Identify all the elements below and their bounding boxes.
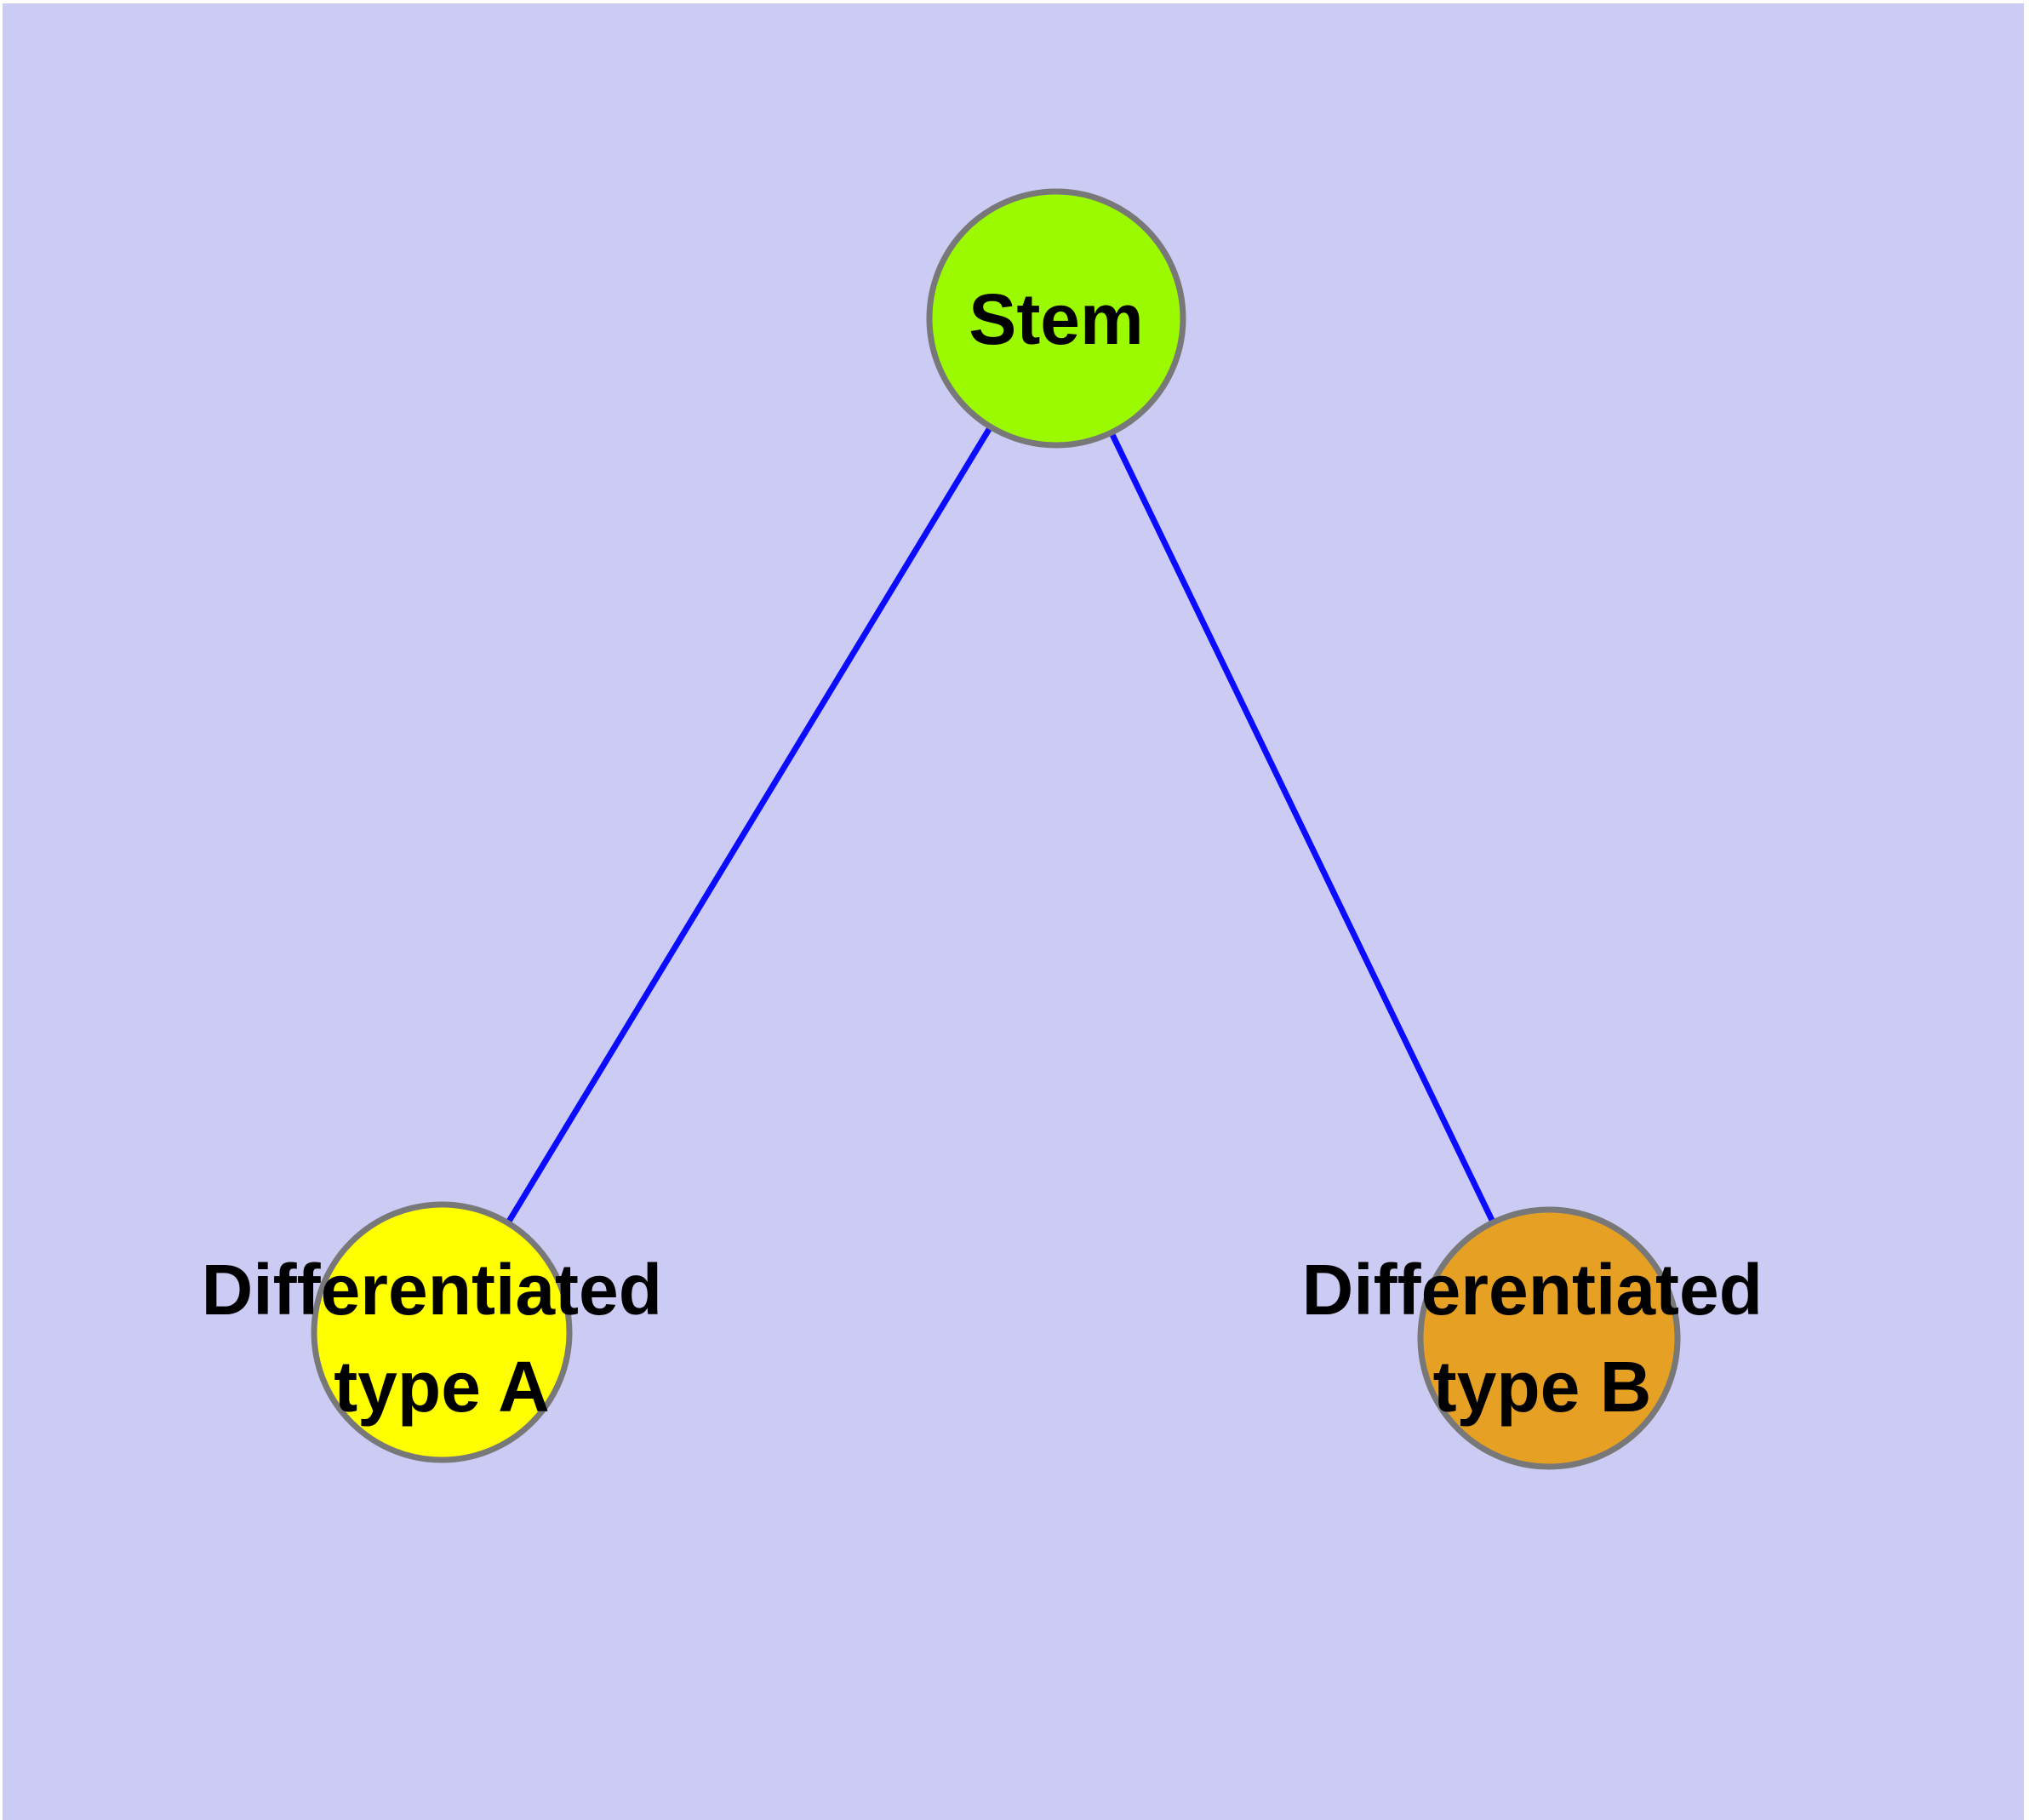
- edge-stem-to-type-b: [1053, 317, 1552, 1340]
- node-type-a-label: Differentiated type A: [202, 1250, 683, 1427]
- edge-stem-to-type-a: [439, 317, 1059, 1334]
- node-stem-circle: [926, 188, 1186, 449]
- node-stem-label: Stem: [969, 279, 1143, 359]
- node-type-b-label-line1: Differentiated: [1302, 1250, 1763, 1330]
- node-type-b-label-line2: type B: [1433, 1347, 1652, 1427]
- node-type-b-label: Differentiated type B: [1302, 1250, 1783, 1427]
- node-type-b-circle: [1417, 1206, 1681, 1470]
- node-type-a-label-line1: Differentiated: [202, 1250, 662, 1330]
- node-type-a-circle: [311, 1201, 573, 1463]
- node-type-a-label-line2: type A: [334, 1347, 550, 1427]
